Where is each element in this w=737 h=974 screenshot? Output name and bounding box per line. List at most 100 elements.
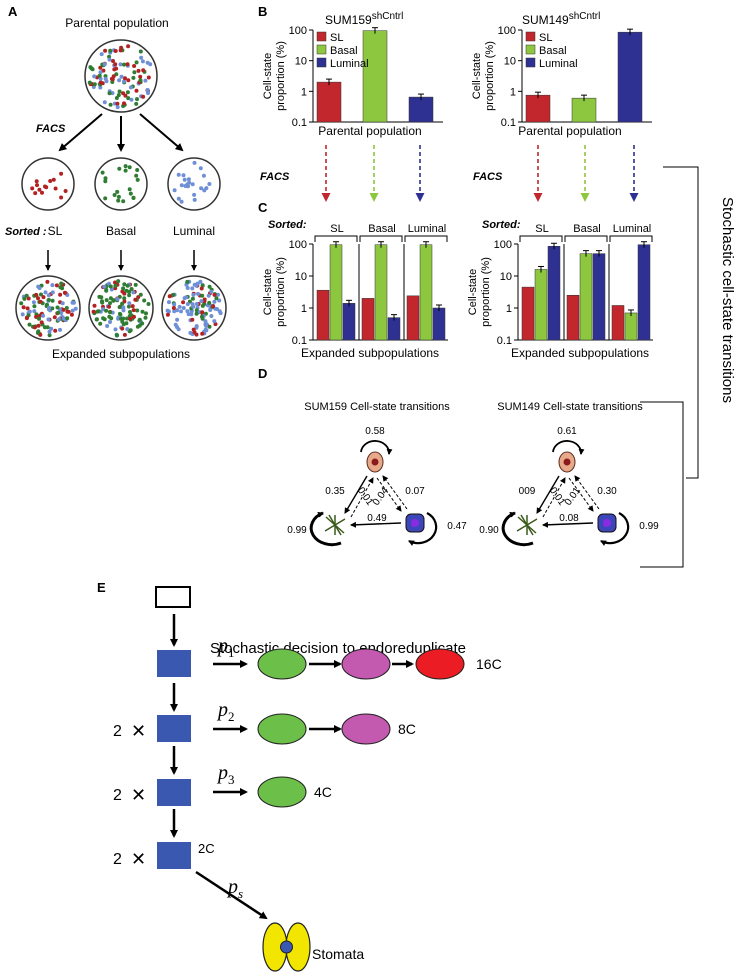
population-dot <box>198 279 203 284</box>
node-sl-nucleus <box>371 458 379 466</box>
population-dot <box>122 282 127 287</box>
population-dot <box>59 281 64 286</box>
population-dot <box>41 295 46 300</box>
label-2c: 2C <box>198 841 215 856</box>
population-dot <box>117 89 122 94</box>
population-dot <box>135 324 140 329</box>
population-dot <box>190 296 195 301</box>
population-dot <box>216 292 220 297</box>
population-dot <box>20 312 25 317</box>
y-axis-label: Cell-stateproportion (%) <box>467 257 492 327</box>
population-dot <box>38 313 43 318</box>
population-dot <box>98 70 103 75</box>
population-dot <box>171 306 176 310</box>
population-dot <box>102 62 107 67</box>
population-dot <box>118 62 123 67</box>
population-dot <box>131 290 136 295</box>
population-dot <box>194 308 199 313</box>
population-dot <box>198 166 203 171</box>
population-dot <box>124 321 129 326</box>
population-dot <box>34 292 39 297</box>
population-dot <box>37 286 42 291</box>
population-dot <box>199 286 204 291</box>
population-dot <box>115 105 120 110</box>
population-dot <box>171 292 176 297</box>
panel-c: C Sorted: Sorted: 1001010.1Cell-statepro… <box>258 200 653 360</box>
population-dot <box>103 179 108 184</box>
population-dot <box>100 170 105 175</box>
bar <box>617 31 643 123</box>
value-right-top: 0.30 <box>597 486 617 497</box>
y-tick-label: 1 <box>510 86 516 98</box>
population-dot <box>135 177 140 182</box>
legend-label: Luminal <box>539 58 578 70</box>
bar <box>624 312 638 341</box>
population-dot <box>138 49 143 54</box>
population-dot <box>116 279 121 284</box>
population-dot <box>100 300 105 305</box>
group-bracket <box>609 235 653 242</box>
sl-circle <box>21 157 75 211</box>
population-dot <box>135 168 140 172</box>
mult-2-row3: 2 <box>113 787 122 804</box>
population-dot <box>50 290 55 295</box>
population-dot <box>24 316 29 321</box>
population-dot <box>123 76 127 81</box>
node-basal <box>516 514 538 536</box>
population-dot <box>39 320 44 325</box>
population-dot <box>121 305 126 310</box>
population-dot <box>129 97 134 102</box>
value-top-left: 009 <box>519 486 536 497</box>
oval-green-row3 <box>257 776 307 808</box>
population-dot <box>200 293 205 298</box>
value-self-top: 0.58 <box>365 426 385 437</box>
population-dot <box>119 316 123 321</box>
sorted-label-a: Sorted : <box>5 226 47 238</box>
y-tick-label: 100 <box>498 25 516 37</box>
population-dot <box>62 290 67 295</box>
edge-top-right <box>568 477 594 512</box>
population-dot <box>116 93 121 98</box>
legend-swatch <box>316 44 327 55</box>
population-dot <box>102 284 107 289</box>
bar <box>387 317 401 341</box>
population-dot <box>119 45 124 50</box>
population-dot <box>133 297 138 302</box>
population-dot <box>199 186 204 191</box>
population-dot <box>110 77 115 82</box>
value-self-left: 0.90 <box>479 525 499 536</box>
facs-label-b-left: FACS <box>260 171 290 183</box>
population-dot <box>112 193 117 197</box>
parental-population-label: Parental population <box>65 16 168 30</box>
population-dot <box>123 168 128 173</box>
panel-b: B SUM159shCntrl SUM149shCntrl 1001010.1C… <box>258 4 652 202</box>
mult-2-row2: 2 <box>113 723 122 740</box>
y-tick-label: 100 <box>289 25 307 37</box>
population-dot <box>101 316 106 321</box>
population-dot <box>113 327 118 332</box>
population-dot <box>200 310 205 315</box>
population-dot <box>45 302 49 307</box>
legend-swatch <box>525 57 536 68</box>
population-dot <box>125 316 129 321</box>
population-dot <box>123 164 128 169</box>
population-dot <box>98 85 103 90</box>
population-dot <box>113 62 118 67</box>
population-dot <box>54 283 59 288</box>
expanded-dots <box>19 279 223 338</box>
population-dot <box>143 78 148 83</box>
population-dot <box>196 291 200 296</box>
node-sl-nucleus <box>563 458 571 466</box>
edge-top-left <box>344 475 368 514</box>
edge-top-right <box>376 477 402 512</box>
population-dot <box>128 191 133 196</box>
value-left-top: 0.01 <box>547 485 567 508</box>
y-axis-label-line2: proportion (%) <box>480 257 492 327</box>
value-right-top: 0.07 <box>405 486 425 497</box>
population-dot <box>121 286 126 291</box>
population-dot <box>138 78 143 83</box>
population-dot <box>47 333 52 338</box>
population-dot <box>212 292 217 297</box>
mult-2-row4: 2 <box>113 851 122 868</box>
population-dot <box>108 48 113 53</box>
